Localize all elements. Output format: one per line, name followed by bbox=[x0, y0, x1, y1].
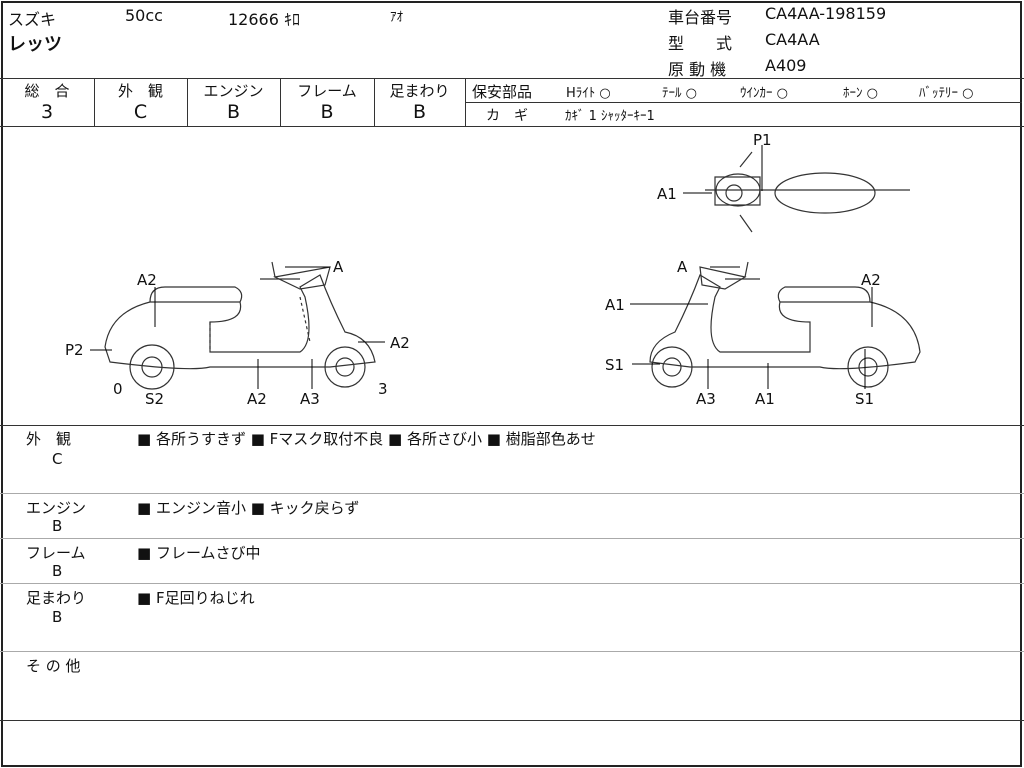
label-right-s1b: S1 bbox=[855, 390, 875, 408]
grade-frame-value: B bbox=[320, 101, 334, 123]
engine-model: A409 bbox=[765, 56, 807, 75]
comment-suspension-text: ■ F足回りねじれ bbox=[137, 589, 255, 607]
label-right-a: A bbox=[677, 258, 688, 276]
label-right-a1b: A1 bbox=[755, 390, 775, 408]
grade-engine-label: エンジン bbox=[203, 82, 264, 100]
grade-suspension-value: B bbox=[412, 101, 427, 123]
label-left-a2c: A2 bbox=[390, 334, 410, 352]
comment-suspension-label: 足まわり bbox=[26, 589, 87, 607]
grade-frame-label: フレーム bbox=[297, 82, 357, 100]
comment-exterior-label: 外 観 bbox=[26, 430, 72, 448]
label-right-s1: S1 bbox=[605, 356, 625, 374]
grade-overall-value: 3 bbox=[40, 101, 54, 123]
type-label: 型 式 bbox=[668, 34, 733, 53]
label-top-a1: A1 bbox=[657, 185, 677, 203]
label-left-a2: A2 bbox=[137, 271, 157, 289]
scooter-right-view bbox=[649, 261, 921, 388]
safety-label: 保安部品 bbox=[472, 83, 533, 101]
safety-winker: ｳｲﾝｶｰ ○ bbox=[740, 86, 788, 101]
comment-frame-text: ■ フレームさび中 bbox=[137, 544, 261, 562]
comment-exterior-grade: C bbox=[52, 450, 63, 468]
comment-frame-grade: B bbox=[52, 562, 63, 580]
label-top-p1: P1 bbox=[753, 131, 772, 149]
comment-engine-label: エンジン bbox=[26, 499, 87, 517]
key-label: カ ギ bbox=[486, 108, 528, 124]
grade-suspension-label: 足まわり bbox=[389, 82, 450, 100]
key-value: ｶｷﾞ 1 ｼｬｯﾀｰｷｰ1 bbox=[565, 109, 655, 124]
safety-headlight: Hﾗｲﾄ ○ bbox=[566, 86, 611, 101]
safety-horn: ﾎｰﾝ ○ bbox=[843, 86, 878, 101]
comment-frame-label: フレーム bbox=[26, 544, 86, 562]
damage-diagram bbox=[90, 145, 921, 390]
grade-engine-value: B bbox=[226, 101, 241, 123]
frame-no-label: 車台番号 bbox=[668, 8, 733, 27]
scooter-top-view bbox=[705, 151, 910, 233]
label-left-3: 3 bbox=[378, 380, 388, 398]
label-left-a3: A3 bbox=[300, 390, 320, 408]
color: ｱｵ bbox=[390, 10, 403, 25]
mileage: 12666 ｷﾛ bbox=[228, 10, 300, 29]
comment-suspension-grade: B bbox=[52, 608, 63, 626]
label-left-a: A bbox=[333, 258, 344, 276]
comment-exterior-text: ■ 各所うすきず ■ Fマスク取付不良 ■ 各所さび小 ■ 樹脂部色あせ bbox=[137, 430, 596, 448]
label-right-a3: A3 bbox=[696, 390, 716, 408]
label-right-a1: A1 bbox=[605, 296, 625, 314]
comment-other-label: そ の 他 bbox=[26, 657, 81, 675]
engine-label: 原 動 機 bbox=[668, 60, 727, 79]
comment-engine-grade: B bbox=[52, 517, 63, 535]
label-right-a2: A2 bbox=[861, 271, 881, 289]
displacement: 50cc bbox=[125, 6, 163, 25]
scooter-left-view bbox=[104, 261, 376, 390]
model-name: レッツ bbox=[8, 34, 62, 55]
safety-battery: ﾊﾞｯﾃﾘｰ ○ bbox=[919, 86, 974, 101]
grade-exterior-value: C bbox=[133, 101, 148, 123]
label-left-a2b: A2 bbox=[247, 390, 267, 408]
type: CA4AA bbox=[765, 30, 820, 49]
label-left-0: 0 bbox=[113, 380, 123, 398]
label-left-s2: S2 bbox=[145, 390, 165, 408]
comment-engine-text: ■ エンジン音小 ■ キック戻らず bbox=[137, 499, 360, 517]
maker: スズキ bbox=[8, 10, 57, 29]
grade-exterior-label: 外 観 bbox=[117, 82, 163, 100]
safety-tail: ﾃｰﾙ ○ bbox=[662, 86, 697, 101]
frame-no: CA4AA-198159 bbox=[765, 4, 887, 23]
label-left-p2: P2 bbox=[65, 341, 84, 359]
grade-overall-label: 総 合 bbox=[24, 82, 70, 100]
